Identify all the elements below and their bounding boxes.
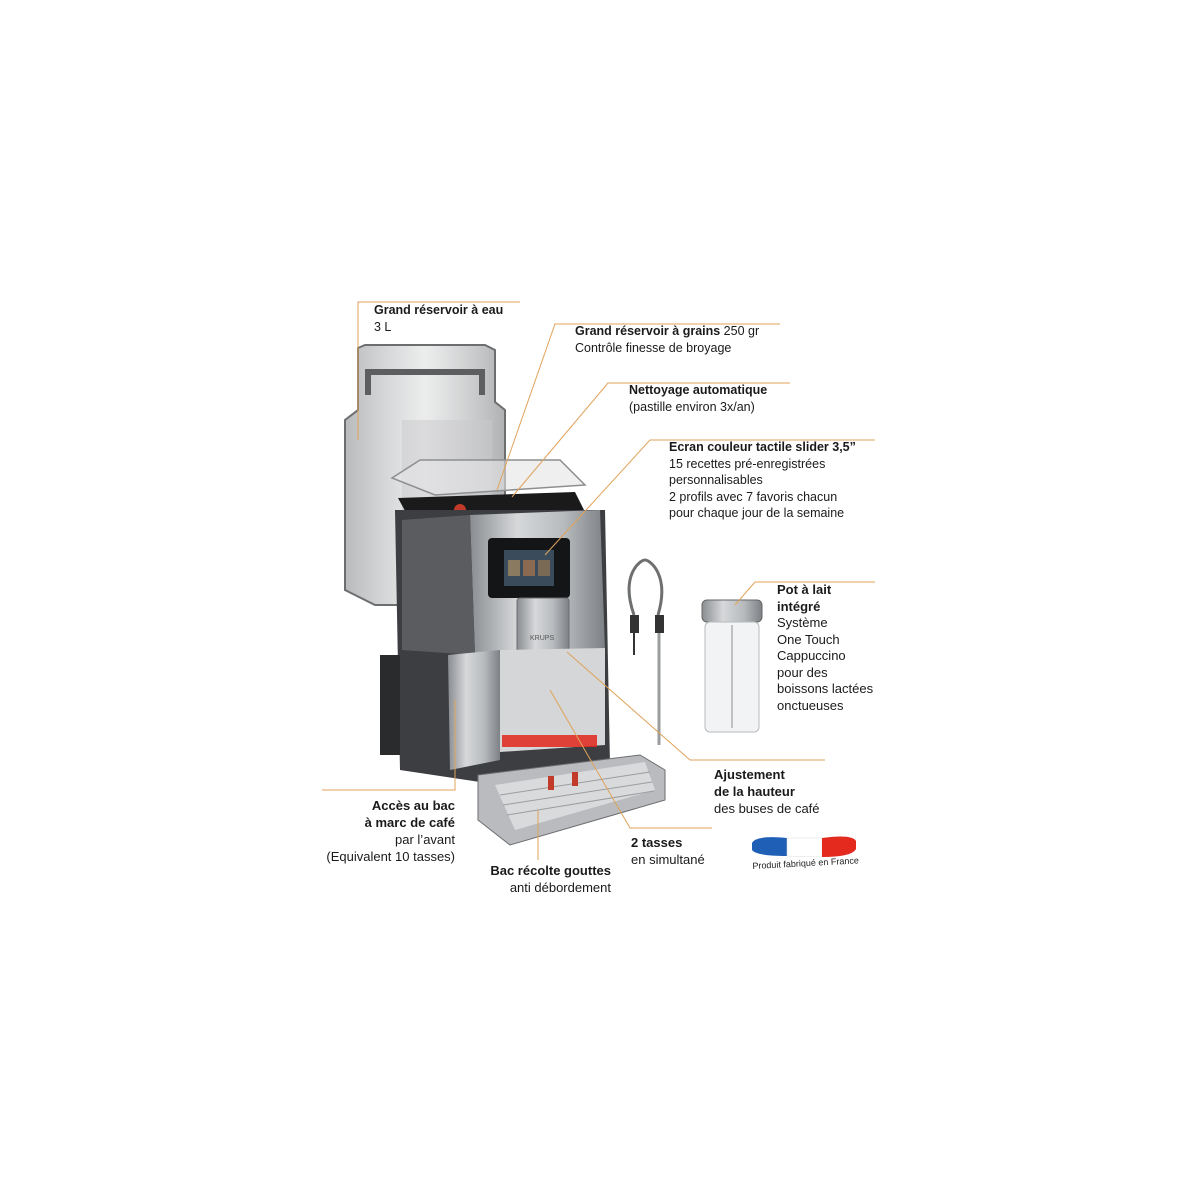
callout-text: boissons lactées: [777, 681, 874, 696]
callout-text: anti débordement: [509, 880, 611, 895]
callout-text: Système: [777, 615, 828, 630]
brand-logo: KRUPS: [530, 635, 554, 642]
callout-title: Accès au bac: [371, 798, 455, 813]
callout-two-cups: 2 tasses en simultané: [631, 835, 705, 868]
callout-title: Grand réservoir à grains: [575, 324, 721, 338]
callout-text: 2 profils avec 7 favoris chacun: [669, 489, 838, 504]
callout-text: Cappuccino: [777, 648, 846, 663]
callout-text: One Touch: [777, 631, 840, 647]
callout-text: par l’avant: [395, 832, 455, 847]
callout-text: personnalisables: [669, 473, 763, 487]
milk-jug: [701, 599, 763, 733]
callout-text: (Equivalent 10 tasses): [326, 849, 455, 864]
callout-title: Nettoyage automatique: [629, 383, 768, 397]
callout-text: en simultané: [631, 851, 705, 867]
callout-text: pour des: [777, 664, 828, 680]
callout-grounds-container: Accès au bac à marc de café par l’avant …: [326, 797, 455, 865]
callout-bean-tank: Grand réservoir à grains 250 gr Contrôle…: [575, 323, 759, 356]
callout-title: intégré: [777, 598, 821, 614]
callout-title: Ecran couleur tactile slider 3,5”: [669, 440, 856, 454]
callout-text: Contrôle finesse de broyage: [575, 340, 732, 355]
callout-capacity: 250 gr: [720, 324, 760, 338]
callout-title: Ajustement: [714, 767, 785, 782]
callout-milk-jug: Pot à lait intégré Système One Touch Cap…: [777, 582, 873, 714]
callout-title: Grand réservoir à eau: [374, 303, 504, 317]
callout-lines: [322, 301, 875, 860]
callout-text: des buses de café: [714, 801, 820, 816]
callout-water-tank: Grand réservoir à eau 3 L: [374, 302, 503, 335]
callout-text: onctueuses: [777, 697, 844, 713]
callout-title: 2 tasses: [631, 835, 683, 850]
callout-text: 15 recettes pré-enregistrées: [669, 456, 826, 471]
callout-title: de la hauteur: [714, 784, 795, 799]
callout-cleaning: Nettoyage automatique (pastille environ …: [629, 382, 767, 415]
callout-screen: Ecran couleur tactile slider 3,5” 15 rec…: [669, 439, 856, 522]
callout-text: 3 L: [374, 319, 392, 334]
callout-title: Pot à lait: [777, 582, 832, 597]
callout-height-adjust: Ajustement de la hauteur des buses de ca…: [714, 766, 820, 817]
milk-tube: [627, 558, 664, 616]
callout-title: à marc de café: [364, 815, 455, 830]
callout-title: Bac récolte gouttes: [490, 863, 611, 878]
callout-text: (pastille environ 3x/an): [629, 399, 755, 414]
callout-text: pour chaque jour de la semaine: [669, 506, 845, 520]
callout-drip-tray: Bac récolte gouttes anti débordement: [490, 862, 611, 896]
made-in-france-badge: [752, 836, 856, 858]
bean-tank-lid: [390, 459, 587, 496]
